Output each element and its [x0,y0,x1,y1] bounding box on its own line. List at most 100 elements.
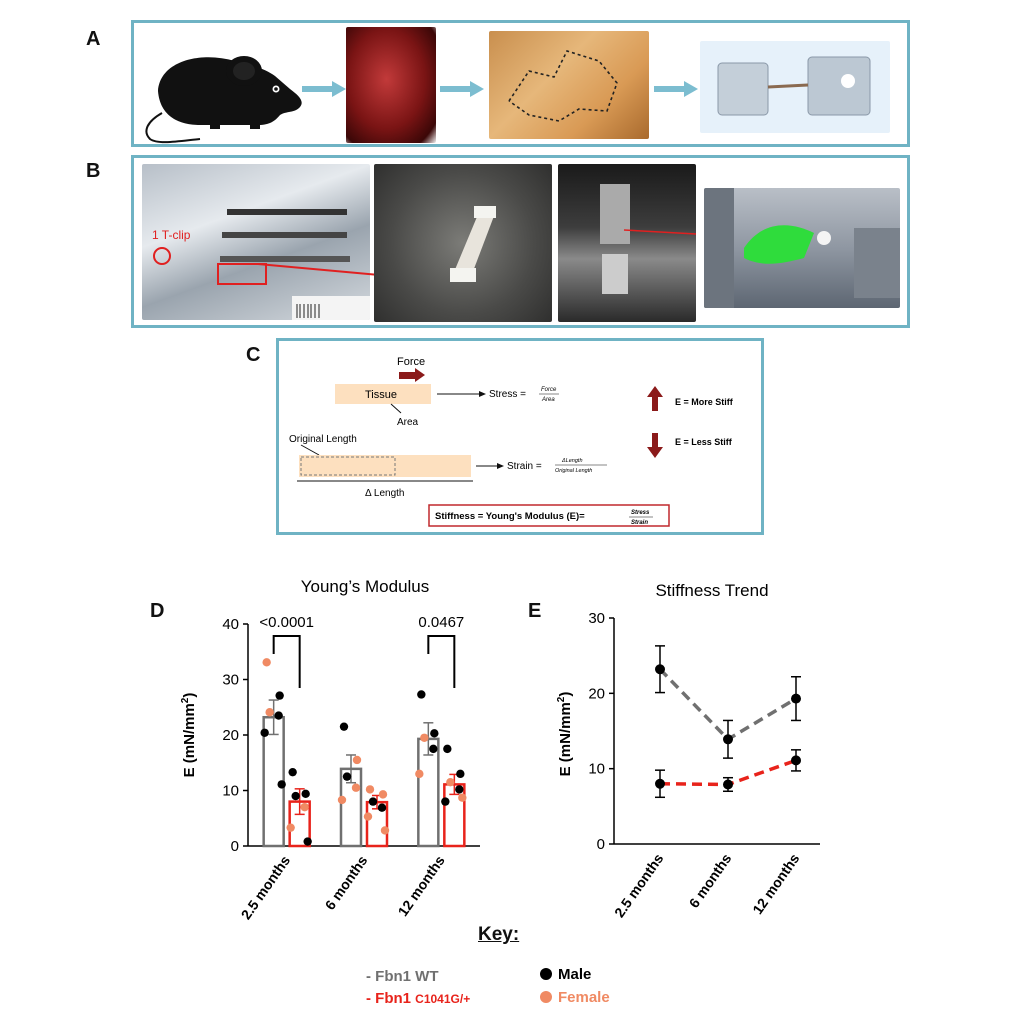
data-point [380,826,390,835]
data-point [446,777,455,787]
data-point [339,722,349,731]
test-rig-photo [558,164,696,322]
arrow-icon [440,81,484,97]
y-tick-label: 0 [231,838,239,855]
original-tissue [300,456,396,476]
data-point [288,767,297,777]
more-stiff-label: E = More Stiff [675,397,734,407]
panel-c-label: C [246,344,261,366]
data-point [655,664,665,675]
t-clip-label: 1 T-clip [152,228,191,242]
x-tick-label: 6 months [322,852,371,912]
data-point [303,837,312,846]
x-tick-label: 12 months [395,852,448,919]
key-wt-label: - Fbn1 WT [366,968,439,985]
data-point [265,708,274,717]
data-point [378,790,388,799]
data-point [368,797,378,806]
x-tick-label: 6 months [686,850,735,910]
data-point [415,769,424,779]
key-mut-genotype: C1041G/+ [415,992,471,1006]
data-point [791,755,801,766]
y-tick-label: 30 [588,610,605,627]
data-point [277,780,286,789]
data-point [458,793,467,802]
y-tick-label: 0 [597,836,605,853]
arrow-icon [302,81,346,97]
panel-d-label: D [150,600,165,622]
key-male-label: Male [558,966,592,983]
force-arrow [399,372,415,379]
data-point [455,785,464,794]
dissection-photo [489,31,649,139]
tissue-label: Tissue [365,389,397,401]
stiffness-den: Strain [631,520,648,526]
up-arrow-icon [647,386,663,411]
p-value-label: <0.0001 [259,614,314,631]
key-title: Key: [478,924,520,945]
youngs-modulus-chart: Young’s Modulus E (mN/mm2) 0 10 20 30 40 2.5 mo… [180,577,480,922]
heart-photo [346,27,436,143]
data-point [443,744,452,754]
panel-b-box: 1 T-clip [131,155,910,328]
stiffness-num: Stress [631,510,650,516]
y-tick-label: 10 [222,783,239,800]
key-female-label: Female [558,989,610,1006]
stress-num: Force [541,387,557,393]
force-label: Force [397,356,425,368]
panel-e-label: E [528,600,542,622]
chart-title: Stiffness Trend [655,581,768,600]
delta-length-label: Δ Length [365,488,405,499]
x-tick-label: 2.5 months [238,852,294,922]
data-point [352,755,362,765]
force-arrow-head [415,368,425,382]
male-dot-icon [540,968,552,980]
arrow-icon [654,81,698,97]
data-point [301,789,310,799]
data-point [417,690,426,699]
data-point [420,733,429,742]
grip-closeup-photo [704,188,900,308]
key-wt: - Fbn1 WT [366,968,438,985]
chart-title: Young’s Modulus [301,577,430,596]
key-female: Female [540,989,610,1006]
strain-den: Original Length [555,468,592,474]
less-stiff-label: E = Less Stiff [675,437,733,447]
stretched-tissue [299,455,471,477]
data-point [260,728,269,737]
y-tick-label: 10 [588,761,605,778]
stress-den: Area [541,397,555,403]
original-length-label: Original Length [289,434,357,445]
data-point [363,812,373,821]
data-point [300,802,309,812]
t-clip-sheet-photo: 1 T-clip [142,164,370,320]
key-male: Male [540,966,591,983]
data-point [456,769,465,779]
y-axis-label: E (mN/mm2) [180,693,198,778]
y-tick-label: 20 [222,727,239,744]
stiffness-formula-box [428,504,670,527]
significance-bracket [427,635,456,688]
data-point [286,823,295,832]
clipped-tissue-photo [374,164,552,322]
tissue-sample-photo [700,41,890,133]
y-tick-label: 40 [222,616,239,633]
panel-c-box: Force Tissue Area Stress = Force Area Or… [276,338,764,535]
data-point [342,772,352,781]
panel-b-label: B [86,160,101,182]
key-mut-label: - Fbn1 [366,990,411,1007]
area-label: Area [397,417,419,428]
data-point [723,734,733,745]
significance-bracket [272,635,301,688]
data-point [337,795,347,805]
x-tick-label: 12 months [749,850,802,917]
down-arrow-icon [647,433,663,458]
data-point [262,658,271,667]
data-point [275,691,284,700]
tissue-block [335,384,431,404]
p-value-label: 0.0467 [418,614,464,631]
data-point [723,779,733,790]
data-point [430,729,439,738]
y-tick-label: 30 [222,672,239,689]
